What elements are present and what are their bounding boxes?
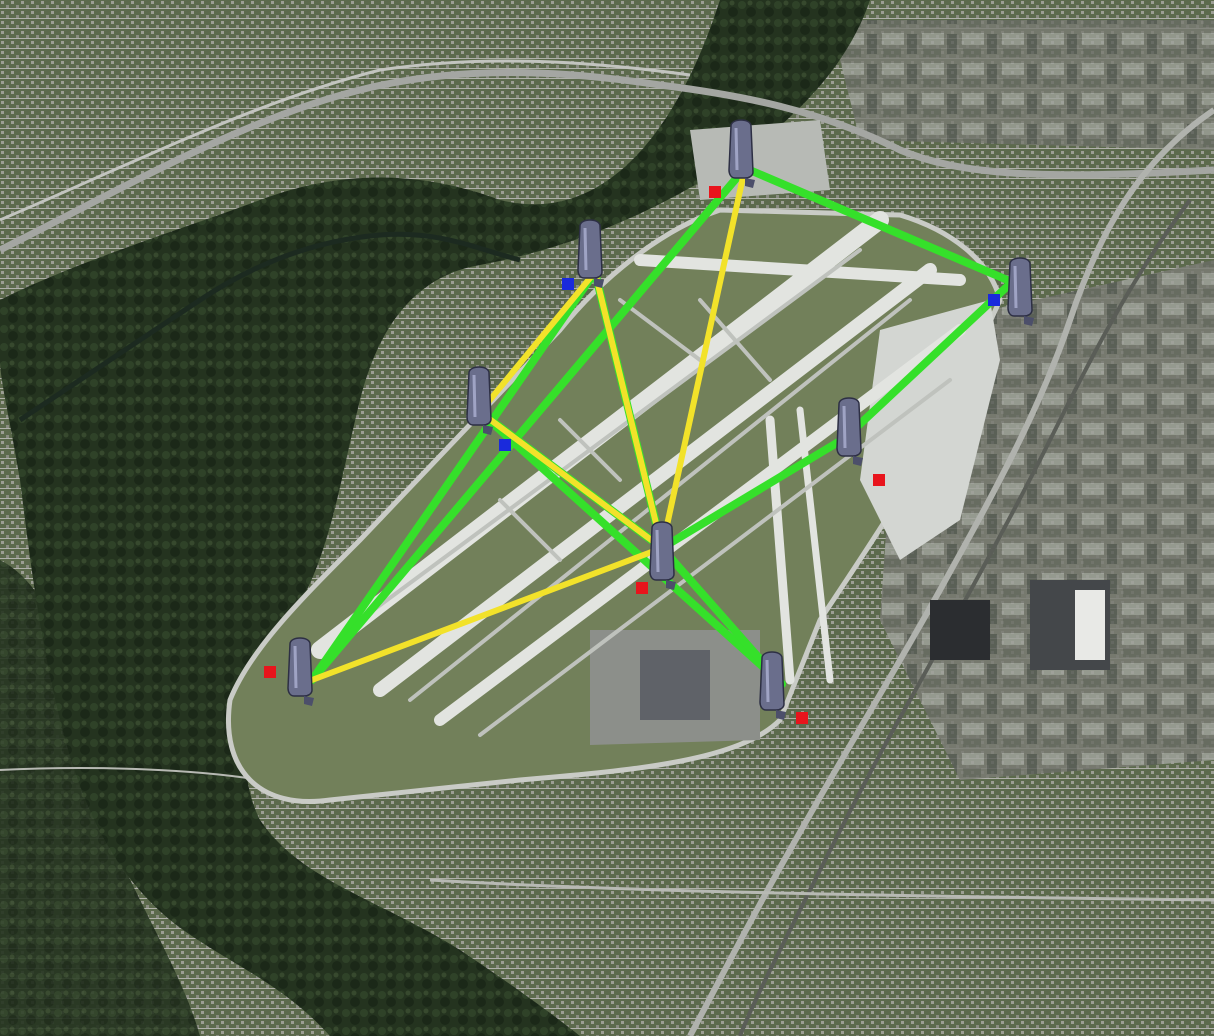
sensor-unit-icon[interactable] [649, 521, 676, 590]
sensor-unit-icon[interactable] [1007, 257, 1034, 326]
sensor-unit-icon[interactable] [728, 119, 755, 188]
yellow-link-s3-s6 [659, 165, 748, 551]
red-status-marker[interactable] [709, 186, 721, 198]
road-south [429, 878, 1214, 902]
sensor-units [287, 119, 1034, 720]
green-link-s7-s8 [476, 408, 786, 688]
cargo-building-2 [1075, 590, 1105, 660]
warehouse-east [930, 600, 990, 660]
red-status-marker[interactable] [636, 582, 648, 594]
green-link-s3-s4 [741, 164, 1016, 286]
green-link-s1-s2 [308, 268, 599, 684]
forest-west [0, 560, 200, 1036]
red-status-marker[interactable] [264, 666, 276, 678]
hangar-south [640, 650, 710, 720]
taxiways [358, 248, 952, 737]
green-link-s5-s6 [658, 434, 849, 552]
blue-status-marker[interactable] [499, 439, 511, 451]
yellow-link-s1-s6 [309, 545, 665, 683]
red-status-marker[interactable] [873, 474, 885, 486]
sensor-unit-icon[interactable] [836, 397, 863, 466]
green-link-s1-s3 [308, 164, 749, 684]
highway-east [687, 107, 1214, 1036]
sensor-unit-icon[interactable] [466, 366, 493, 435]
industrial-zone-northeast [830, 20, 1214, 150]
yellow-link-s2-s7 [477, 269, 598, 415]
river [18, 231, 521, 423]
sensor-unit-icon[interactable] [577, 219, 604, 288]
yellow-link-s2-s6 [592, 269, 665, 551]
railway-east [738, 198, 1192, 1036]
red-status-marker[interactable] [796, 712, 808, 724]
highway-north [0, 69, 1214, 254]
sensor-unit-icon[interactable] [287, 637, 314, 706]
apron-east [860, 300, 1000, 560]
apron-north [690, 120, 830, 200]
sensor-links [308, 164, 1016, 688]
sensor-unit-icon[interactable] [759, 651, 786, 720]
status-markers [264, 186, 1000, 724]
yellow-link-s7-s6 [477, 409, 665, 551]
highway-north-b [0, 59, 691, 222]
blue-status-marker[interactable] [562, 278, 574, 290]
green-link-s4-s5 [841, 278, 1016, 442]
blue-status-marker[interactable] [988, 294, 1000, 306]
road-west [0, 767, 261, 781]
forest-valley [0, 0, 870, 1036]
